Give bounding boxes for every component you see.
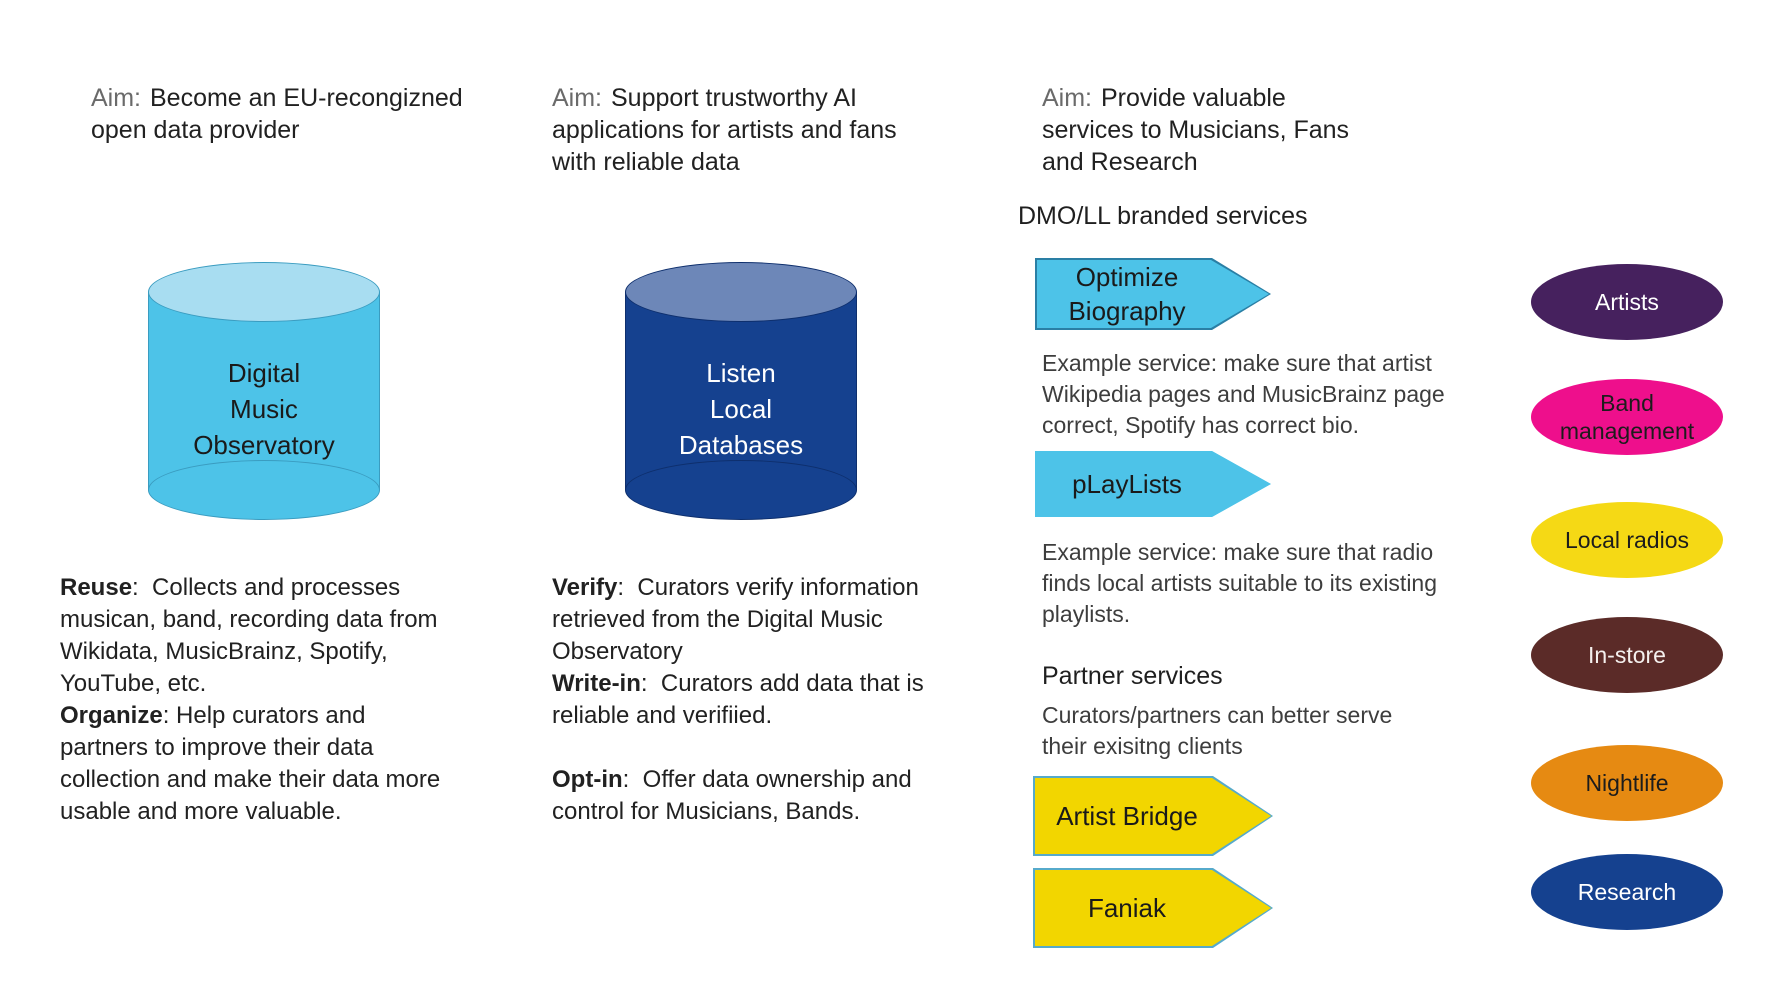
audience-ellipse-nightlife: Nightlife bbox=[1531, 745, 1723, 821]
optimize-biography-label: Optimize Biography bbox=[1037, 260, 1269, 328]
faniak-arrow: Faniak bbox=[1033, 868, 1273, 948]
artist-bridge-label: Artist Bridge bbox=[1035, 778, 1271, 854]
write-in-label: Write-in bbox=[552, 670, 641, 697]
listen-local-cylinder-body bbox=[625, 292, 857, 490]
dmo-cylinder-label: Digital Music Observatory bbox=[193, 358, 335, 460]
reuse-text: : Collects and processes musican, band, … bbox=[60, 574, 445, 697]
audience-ellipse-artists: Artists bbox=[1531, 264, 1723, 340]
dmo-cylinder-bottom bbox=[148, 460, 380, 520]
aim-services: Aim:Provide valuable services to Musicia… bbox=[1042, 82, 1382, 178]
aim-listen-local: Aim:Support trustworthy AI applications … bbox=[552, 82, 920, 178]
aim-listen-local-text: Support trustworthy AI applications for … bbox=[552, 84, 897, 176]
dmo-reuse-item: Reuse: Collects and processes musican, b… bbox=[60, 572, 456, 700]
branded-services-heading: DMO/LL branded services bbox=[1018, 202, 1308, 230]
aim-dmo-text: Become an EU-recongizned open data provi… bbox=[91, 84, 463, 144]
faniak-label: Faniak bbox=[1035, 870, 1271, 946]
aim-services-text: Provide valuable services to Musicians, … bbox=[1042, 84, 1350, 176]
verify-text: : Curators verify information retrieved … bbox=[552, 574, 926, 665]
aim-services-prefix: Aim: bbox=[1042, 84, 1092, 112]
partner-services-heading: Partner services bbox=[1042, 662, 1223, 690]
optimize-biography-arrow: Optimize Biography bbox=[1035, 258, 1271, 330]
audience-ellipse-band-management: Band management bbox=[1531, 379, 1723, 455]
verify-item: Verify: Curators verify information retr… bbox=[552, 572, 952, 668]
partner-services-description: Curators/partners can better serve their… bbox=[1042, 702, 1393, 759]
optimize-biography-description: Example service: make sure that artist W… bbox=[1042, 350, 1445, 438]
opt-in-text: : Offer data ownership and control for M… bbox=[552, 766, 919, 825]
audience-ellipse-research: Research bbox=[1531, 854, 1723, 930]
playlists-arrow: pLayLists bbox=[1035, 451, 1271, 517]
aim-dmo: Aim:Become an EU-recongizned open data p… bbox=[91, 82, 483, 146]
aim-listen-local-prefix: Aim: bbox=[552, 84, 602, 112]
audience-ellipse-local-radios: Local radios bbox=[1531, 502, 1723, 578]
dmo-organize-item: Organize: Help curators and partners to … bbox=[60, 700, 456, 828]
organize-label: Organize bbox=[60, 702, 163, 729]
dmo-cylinder-top bbox=[148, 262, 380, 322]
playlists-description: Example service: make sure that radio fi… bbox=[1042, 539, 1438, 627]
write-in-item: Write-in: Curators add data that is reli… bbox=[552, 668, 952, 732]
aim-dmo-prefix: Aim: bbox=[91, 84, 141, 112]
dmo-description: Reuse: Collects and processes musican, b… bbox=[60, 572, 456, 828]
listen-local-cylinder-top bbox=[625, 262, 857, 322]
opt-in-item: Opt-in: Offer data ownership and control… bbox=[552, 764, 952, 828]
write-in-text: : Curators add data that is reliable and… bbox=[552, 670, 931, 729]
playlists-label: pLayLists bbox=[1035, 451, 1271, 517]
artist-bridge-arrow: Artist Bridge bbox=[1033, 776, 1273, 856]
listen-local-cylinder-bottom bbox=[625, 460, 857, 520]
listen-local-cylinder: Listen Local Databases bbox=[625, 262, 857, 520]
dmo-cylinder: Digital Music Observatory bbox=[148, 262, 380, 520]
dmo-cylinder-body bbox=[148, 292, 380, 490]
listen-local-cylinder-label: Listen Local Databases bbox=[678, 358, 804, 460]
organize-text: : Help curators and partners to improve … bbox=[60, 702, 447, 825]
reuse-label: Reuse bbox=[60, 574, 133, 601]
listen-local-description: Verify: Curators verify information retr… bbox=[552, 572, 952, 828]
opt-in-label: Opt-in bbox=[552, 766, 623, 793]
verify-label: Verify bbox=[552, 574, 618, 601]
audience-ellipse-in-store: In-store bbox=[1531, 617, 1723, 693]
